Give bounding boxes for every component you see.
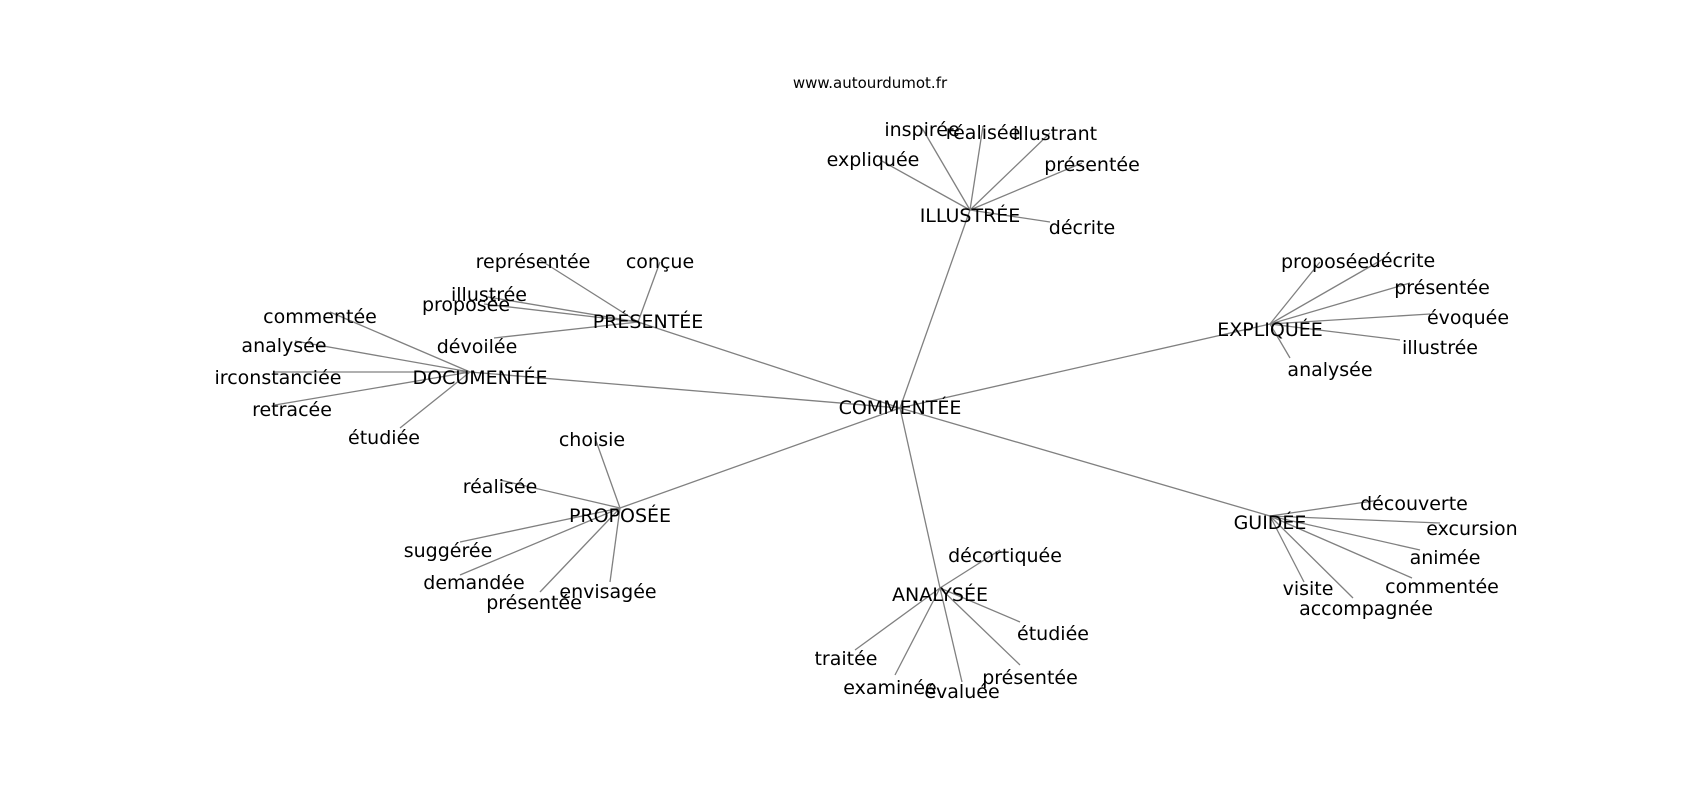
node-hub[interactable]: ANALYSÉE <box>892 583 988 606</box>
edge-hub-3-leaf-1 <box>499 479 621 509</box>
edge-hub-0-leaf-2 <box>969 132 1051 211</box>
edge-hub-0-leaf-5 <box>969 209 1051 223</box>
node-hub[interactable]: PROPOSÉE <box>569 504 671 527</box>
edge-hub-3-leaf-0 <box>594 437 621 509</box>
node-leaf[interactable]: réalisée <box>463 476 538 498</box>
edge-hub-6-leaf-5 <box>1269 323 1291 359</box>
node-leaf[interactable]: analysée <box>1287 359 1372 381</box>
edge-hub-2-leaf-3 <box>274 371 471 406</box>
node-leaf[interactable]: examinée <box>843 677 936 699</box>
edge-hub-5-leaf-2 <box>1269 515 1421 551</box>
edge-hub-0-leaf-3 <box>879 159 971 211</box>
node-leaf[interactable]: excursion <box>1426 518 1517 540</box>
edge-hub-5-leaf-1 <box>1269 515 1441 524</box>
edge-hub-1-leaf-4 <box>493 321 639 339</box>
edge-hub-0-leaf-4 <box>969 162 1083 211</box>
node-hub[interactable]: PRÉSENTÉE <box>593 310 704 333</box>
node-leaf[interactable]: dévoilée <box>437 336 518 358</box>
node-center[interactable]: COMMENTÉE <box>839 396 962 419</box>
node-hub[interactable]: ILLUSTRÉE <box>920 204 1021 227</box>
node-leaf[interactable]: réalisée <box>946 122 1021 144</box>
edge-hub-6-leaf-1 <box>1269 257 1386 325</box>
node-leaf[interactable]: décortiquée <box>948 545 1062 567</box>
node-leaf[interactable]: expliquée <box>827 149 920 171</box>
edge-hub-3-leaf-5 <box>609 507 621 583</box>
node-leaf[interactable]: traitée <box>814 648 877 670</box>
edge-center-hub-4 <box>899 407 941 589</box>
node-leaf[interactable]: décrite <box>1369 250 1435 272</box>
node-leaf[interactable]: étudiée <box>1017 623 1089 645</box>
node-leaf[interactable]: conçue <box>626 251 694 273</box>
edge-hub-4-leaf-1 <box>939 587 1021 623</box>
edge-center-hub-2 <box>469 371 901 409</box>
node-leaf[interactable]: demandée <box>423 572 524 594</box>
node-leaf[interactable]: commentée <box>1385 576 1499 598</box>
edge-hub-0-leaf-0 <box>921 127 971 211</box>
edge-hub-4-leaf-2 <box>939 587 1021 666</box>
node-leaf[interactable]: présentée <box>1394 277 1490 299</box>
node-leaf[interactable]: irconstanciée <box>215 367 342 389</box>
edge-hub-3-leaf-3 <box>459 507 621 576</box>
node-leaf[interactable]: présentée <box>1044 154 1140 176</box>
edge-hub-5-leaf-0 <box>1269 499 1381 517</box>
edge-hub-1-leaf-2 <box>487 296 639 323</box>
edge-hub-6-leaf-4 <box>1269 323 1401 341</box>
node-hub[interactable]: EXPLIQUÉE <box>1217 318 1323 341</box>
node-leaf[interactable]: inspirée <box>884 119 959 141</box>
node-leaf[interactable]: proposée <box>1281 251 1369 273</box>
graph-labels: COMMENTÉEILLUSTRÉEinspiréeréaliséeillust… <box>215 119 1518 703</box>
edge-hub-6-leaf-3 <box>1269 313 1431 325</box>
edge-hub-4-leaf-3 <box>939 587 963 683</box>
edge-hub-3-leaf-2 <box>459 507 621 543</box>
edge-center-hub-3 <box>619 407 901 509</box>
node-leaf[interactable]: étudiée <box>348 427 420 449</box>
node-leaf[interactable]: évaluée <box>924 681 999 703</box>
edge-hub-1-leaf-1 <box>637 261 661 323</box>
edge-hub-4-leaf-0 <box>939 549 1001 589</box>
node-leaf[interactable]: présentée <box>486 592 582 614</box>
node-leaf[interactable]: choisie <box>559 429 625 451</box>
source-url: www.autourdumot.fr <box>793 74 948 92</box>
edge-hub-0-leaf-1 <box>969 125 984 211</box>
edge-hub-6-leaf-2 <box>1269 282 1411 325</box>
edge-hub-5-leaf-4 <box>1269 515 1354 599</box>
node-hub[interactable]: GUIDÉE <box>1234 511 1307 534</box>
edge-hub-5-leaf-5 <box>1269 515 1305 583</box>
edge-hub-2-leaf-1 <box>294 340 471 373</box>
node-leaf[interactable]: proposée <box>422 294 510 316</box>
edge-hub-4-leaf-5 <box>854 587 941 651</box>
edge-hub-6-leaf-0 <box>1269 261 1321 325</box>
node-leaf[interactable]: représentée <box>476 251 591 273</box>
edge-hub-3-leaf-4 <box>539 507 621 593</box>
node-hub[interactable]: DOCUMENTÉE <box>413 366 548 389</box>
node-leaf[interactable]: décrite <box>1049 217 1115 239</box>
node-leaf[interactable]: découverte <box>1360 493 1468 515</box>
edge-center-hub-0 <box>899 209 971 409</box>
edge-hub-2-leaf-4 <box>399 371 471 429</box>
node-leaf[interactable]: retracée <box>252 399 332 421</box>
edge-hub-2-leaf-0 <box>329 311 471 373</box>
node-leaf[interactable]: illustrant <box>1013 123 1097 145</box>
edge-center-hub-1 <box>637 321 901 409</box>
node-leaf[interactable]: analysée <box>241 335 326 357</box>
node-leaf[interactable]: évoquée <box>1427 307 1509 329</box>
edge-hub-5-leaf-3 <box>1269 515 1413 579</box>
edge-hub-4-leaf-4 <box>894 587 941 676</box>
node-leaf[interactable]: illustrée <box>451 284 527 306</box>
node-leaf[interactable]: commentée <box>263 306 377 328</box>
graph-edges <box>274 125 1441 683</box>
node-leaf[interactable]: présentée <box>982 667 1078 689</box>
node-leaf[interactable]: accompagnée <box>1299 598 1433 620</box>
edge-center-hub-5 <box>899 407 1271 517</box>
edge-hub-1-leaf-0 <box>539 259 639 323</box>
node-leaf[interactable]: suggérée <box>404 540 493 562</box>
node-leaf[interactable]: visite <box>1283 578 1334 600</box>
node-leaf[interactable]: illustrée <box>1402 337 1478 359</box>
edge-hub-1-leaf-3 <box>483 303 639 323</box>
edge-center-hub-6 <box>899 323 1271 409</box>
node-leaf[interactable]: envisagée <box>559 581 656 603</box>
node-leaf[interactable]: animée <box>1410 547 1481 569</box>
